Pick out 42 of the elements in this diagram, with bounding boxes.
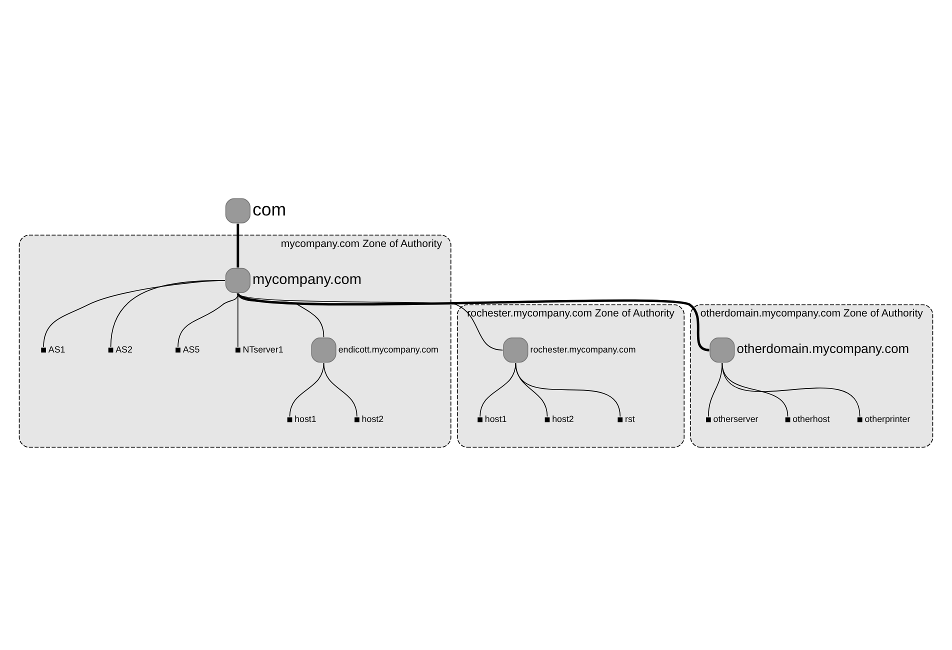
connector	[110, 280, 226, 348]
node-label: mycompany.com	[252, 272, 362, 288]
node-dot	[354, 417, 360, 422]
connector	[515, 362, 621, 417]
node-dot	[235, 348, 240, 353]
node-label: otherprinter	[864, 414, 910, 424]
node-dot	[785, 417, 790, 422]
node-label: com	[252, 199, 286, 220]
node-label: AS5	[182, 344, 200, 354]
node-dot	[41, 348, 46, 353]
connector	[480, 362, 516, 417]
connector	[722, 362, 860, 417]
node-label: endicott.mycompany.com	[338, 344, 438, 354]
node-label: NTserver1	[242, 344, 284, 354]
node-label: otherhost	[792, 414, 830, 424]
connector	[289, 362, 324, 417]
node-label: host2	[552, 414, 574, 424]
node-label: rst	[625, 414, 635, 424]
connector	[236, 224, 240, 268]
node-dot	[857, 417, 862, 422]
node-label: AS2	[116, 344, 132, 354]
connector	[237, 292, 710, 352]
connector	[323, 362, 358, 417]
node-label: otherdomain.mycompany.com	[736, 341, 910, 356]
node-dot	[287, 417, 292, 422]
connector	[515, 362, 548, 417]
connector	[708, 362, 723, 417]
node-label: rochester.mycompany.com	[530, 344, 636, 354]
node-dot	[618, 417, 623, 422]
node-dot	[176, 348, 180, 353]
node-label: host1	[294, 414, 316, 424]
node-dot	[478, 417, 482, 422]
connector	[43, 280, 226, 348]
node-dot	[706, 417, 711, 422]
node-label: host1	[484, 414, 507, 424]
connector	[178, 293, 238, 348]
node-dot	[544, 417, 550, 422]
node-label: AS1	[48, 344, 66, 354]
node-label: host2	[362, 414, 384, 424]
node-dot	[108, 348, 114, 353]
node-label: otherserver	[713, 414, 758, 424]
connector	[238, 293, 504, 350]
